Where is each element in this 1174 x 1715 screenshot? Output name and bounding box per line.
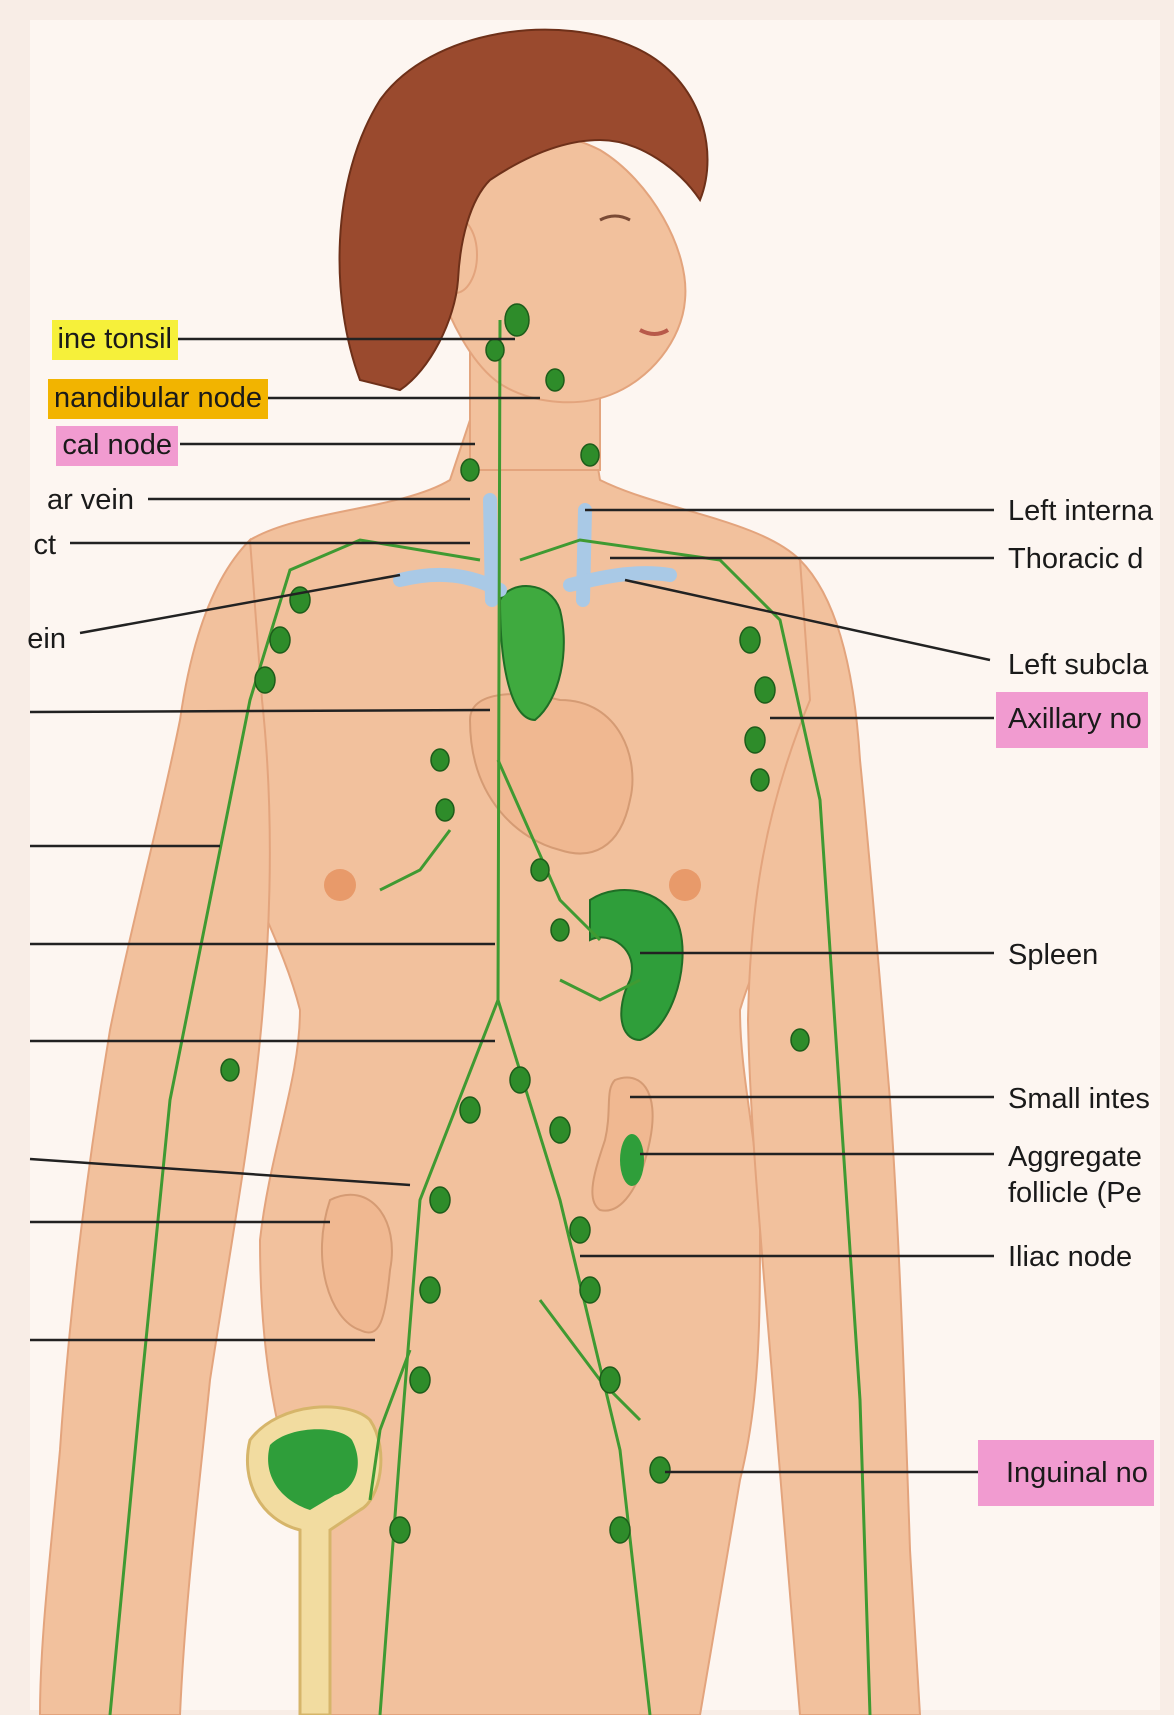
label-thoracic-duct: Thoracic d [1008,542,1143,576]
label-cervical-node: cal node [56,426,178,466]
label-cervical-node-container: cal node [0,424,178,470]
label-left-subclavian-vein: Left subcla [1008,648,1148,682]
label-aggregated-lymphatic: Aggregate [1008,1140,1142,1174]
label-inguinal-node: Inguinal no [978,1440,1154,1506]
label-axillary-node-container: Axillary no [996,692,1174,748]
label-thoracic-duct-container: Thoracic d [996,540,1174,580]
label-left-subclavian-container: Left subcla [996,646,1174,686]
label-jugular-vein-container: ar vein [0,481,134,521]
label-submandibular-node: nandibular node [48,379,268,419]
label-jugular-vein: ar vein [47,483,134,517]
label-left-internal-jugular-vein: Left interna [1008,494,1153,528]
label-iliac-node-container: Iliac node [996,1238,1174,1278]
label-small-intestine: Small intes [1008,1082,1150,1116]
label-left-internal-jugular-container: Left interna [996,492,1174,532]
aggregated-lymphatic-follicle [620,1134,644,1186]
label-spleen: Spleen [1008,938,1098,972]
label-palatine-tonsil-container: ine tonsil [0,318,178,364]
label-iliac-node: Iliac node [1008,1240,1132,1274]
label-follicle-peyers-patch: follicle (Pe [1008,1176,1142,1210]
label-spleen-container: Spleen [996,936,1174,976]
nipple-left [324,869,356,901]
label-axillary-node: Axillary no [996,692,1148,748]
label-submandibular-node-container: nandibular node [0,377,268,423]
label-palatine-tonsil: ine tonsil [52,320,178,360]
label-lymphatic-duct: ct [33,528,56,562]
nipple-right [669,869,701,901]
label-subclavian-vein: ein [27,622,66,656]
label-subclavian-vein-container: ein [0,620,66,660]
label-aggregated-follicle-container: Aggregate follicle (Pe [996,1138,1174,1216]
label-small-intestine-container: Small intes [996,1080,1174,1120]
label-inguinal-node-container: Inguinal no [978,1440,1174,1506]
label-lymphatic-duct-container: ct [0,526,56,566]
